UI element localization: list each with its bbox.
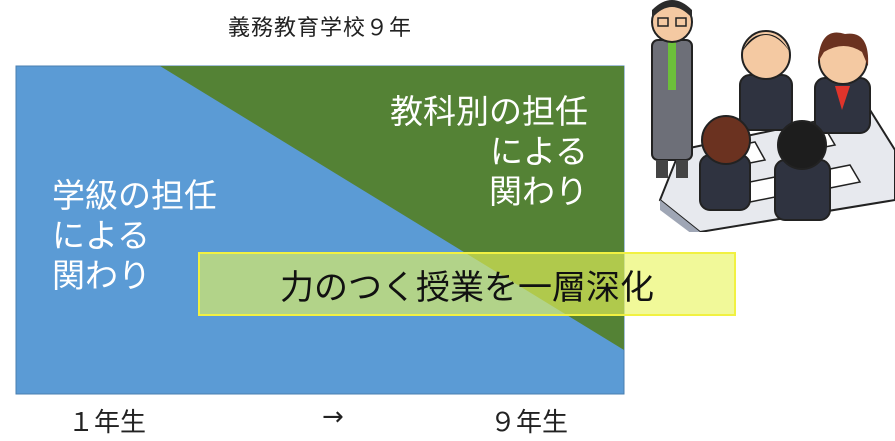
- axis-start-label: １年生: [68, 408, 147, 438]
- homeroom-teacher-label: 学級の担任 による 関わり: [52, 176, 217, 295]
- banner-deepen-lessons: 力のつく授業を一層深化: [198, 252, 736, 316]
- teacher-and-students-icon: [651, 0, 895, 232]
- diagram-title: 義務教育学校９年: [227, 16, 412, 41]
- axis-arrow: →: [322, 402, 344, 432]
- subject-teacher-label: 教科別の担任 による 関わり: [390, 92, 588, 211]
- axis-end-label: ９年生: [490, 408, 569, 438]
